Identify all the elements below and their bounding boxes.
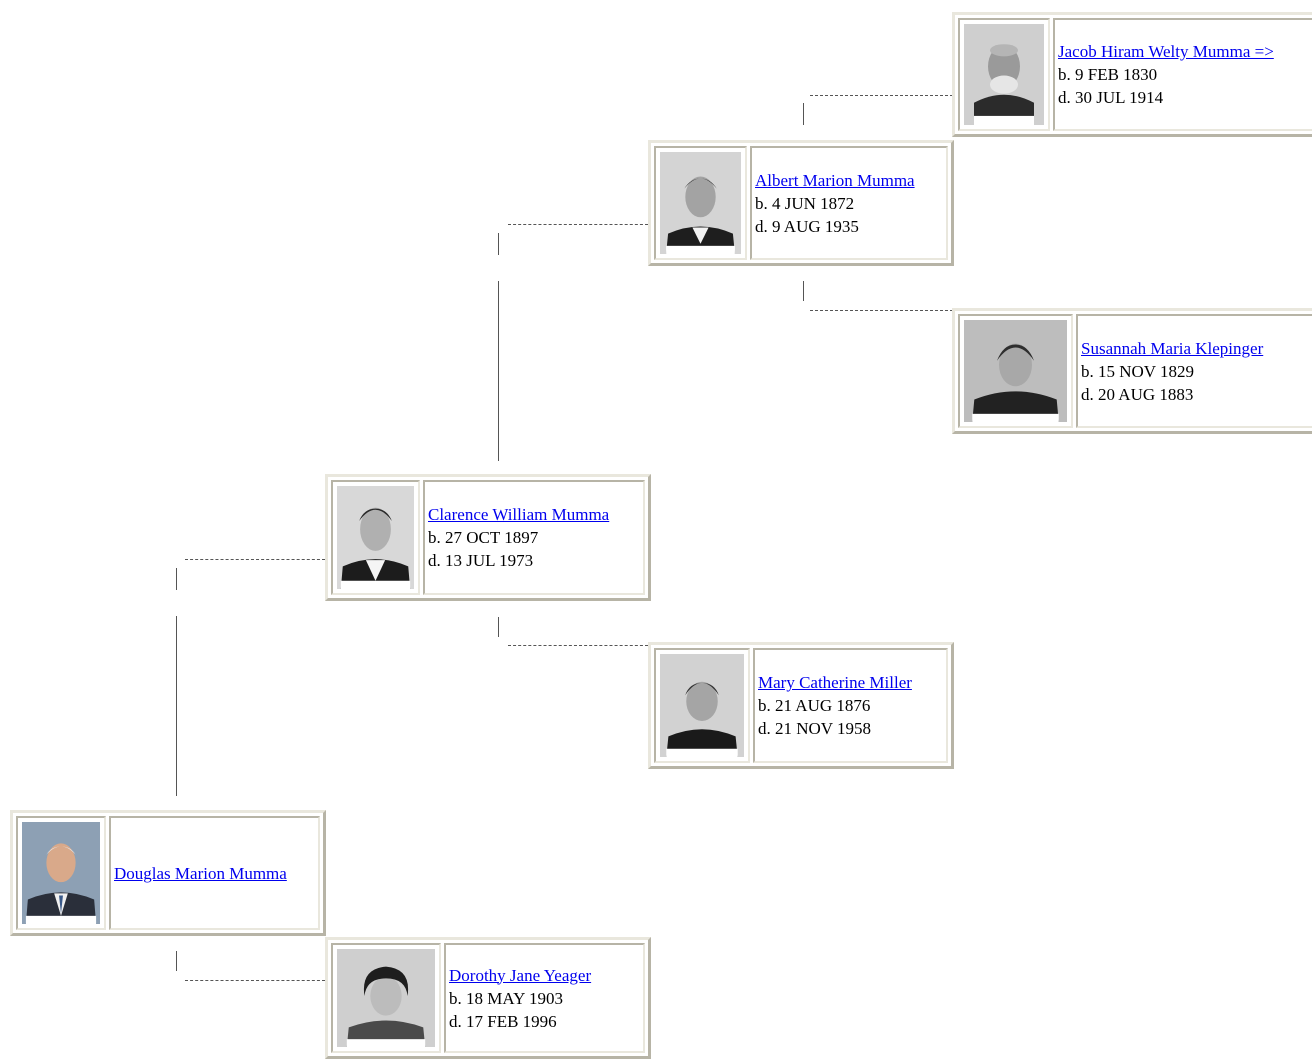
connector-mary-h — [508, 645, 648, 646]
connector-mary-v — [498, 617, 499, 637]
person-card-mary: Mary Catherine Miller b. 21 AUG 1876 d. … — [648, 642, 954, 769]
person-info: Dorothy Jane Yeager b. 18 MAY 1903 d. 17… — [444, 943, 645, 1053]
connector-albert-trunk — [498, 281, 499, 461]
person-link-douglas[interactable]: Douglas Marion Mumma — [114, 863, 287, 883]
portrait-susannah[interactable] — [964, 320, 1067, 422]
person-info: Albert Marion Mumma b. 4 JUN 1872 d. 9 A… — [750, 146, 948, 260]
photo-frame — [16, 816, 106, 930]
portrait-albert[interactable] — [660, 152, 741, 254]
person-card-albert: Albert Marion Mumma b. 4 JUN 1872 d. 9 A… — [648, 140, 954, 266]
person-link-albert[interactable]: Albert Marion Mumma — [755, 170, 915, 190]
connector-clarence-h — [185, 559, 325, 560]
person-card-susannah: Susannah Maria Klepinger b. 15 NOV 1829 … — [952, 308, 1312, 434]
connector-jacob-h — [810, 95, 953, 96]
birth-date: b. 18 MAY 1903 — [449, 988, 563, 1008]
connector-susannah-h — [810, 310, 953, 311]
connector-susannah-v — [803, 281, 804, 301]
portrait-dorothy[interactable] — [337, 949, 435, 1047]
connector-albert-h — [508, 224, 648, 225]
person-card-jacob: Jacob Hiram Welty Mumma => b. 9 FEB 1830… — [952, 12, 1312, 137]
connector-clarence-v — [176, 568, 177, 590]
connector-albert-v — [498, 233, 499, 255]
person-link-dorothy[interactable]: Dorothy Jane Yeager — [449, 965, 592, 985]
photo-frame — [331, 943, 441, 1053]
death-date: d. 9 AUG 1935 — [755, 216, 859, 236]
photo-frame — [958, 18, 1050, 131]
death-date: d. 21 NOV 1958 — [758, 719, 872, 738]
connector-dorothy-h — [185, 980, 325, 981]
death-date: d. 13 JUL 1973 — [428, 551, 534, 570]
photo-frame — [654, 146, 747, 260]
person-info: Jacob Hiram Welty Mumma => b. 9 FEB 1830… — [1053, 18, 1312, 131]
death-date: d. 30 JUL 1914 — [1058, 88, 1164, 107]
portrait-jacob[interactable] — [964, 24, 1044, 125]
person-info: Susannah Maria Klepinger b. 15 NOV 1829 … — [1076, 314, 1312, 428]
birth-date: b. 21 AUG 1876 — [758, 696, 871, 715]
portrait-mary[interactable] — [660, 654, 744, 757]
birth-date: b. 4 JUN 1872 — [755, 193, 855, 213]
portrait-douglas[interactable] — [22, 822, 100, 924]
person-link-clarence[interactable]: Clarence William Mumma — [428, 505, 610, 524]
person-link-mary[interactable]: Mary Catherine Miller — [758, 673, 912, 692]
portrait-clarence[interactable] — [337, 486, 414, 589]
birth-date: b. 9 FEB 1830 — [1058, 65, 1158, 84]
person-link-jacob[interactable]: Jacob Hiram Welty Mumma => — [1058, 42, 1274, 61]
photo-frame — [654, 648, 750, 763]
person-card-dorothy: Dorothy Jane Yeager b. 18 MAY 1903 d. 17… — [325, 937, 651, 1059]
connector-clarence-trunk — [176, 616, 177, 796]
connector-dorothy-v — [176, 951, 177, 971]
person-info: Clarence William Mumma b. 27 OCT 1897 d.… — [423, 480, 645, 595]
photo-frame — [331, 480, 420, 595]
person-info: Douglas Marion Mumma — [109, 816, 320, 930]
birth-date: b. 15 NOV 1829 — [1081, 361, 1195, 381]
person-card-douglas: Douglas Marion Mumma — [10, 810, 326, 936]
connector-jacob-v — [803, 103, 804, 125]
death-date: d. 20 AUG 1883 — [1081, 384, 1194, 404]
photo-frame — [958, 314, 1073, 428]
birth-date: b. 27 OCT 1897 — [428, 528, 539, 547]
person-link-susannah[interactable]: Susannah Maria Klepinger — [1081, 338, 1264, 358]
person-info: Mary Catherine Miller b. 21 AUG 1876 d. … — [753, 648, 948, 763]
person-card-clarence: Clarence William Mumma b. 27 OCT 1897 d.… — [325, 474, 651, 601]
death-date: d. 17 FEB 1996 — [449, 1011, 557, 1031]
